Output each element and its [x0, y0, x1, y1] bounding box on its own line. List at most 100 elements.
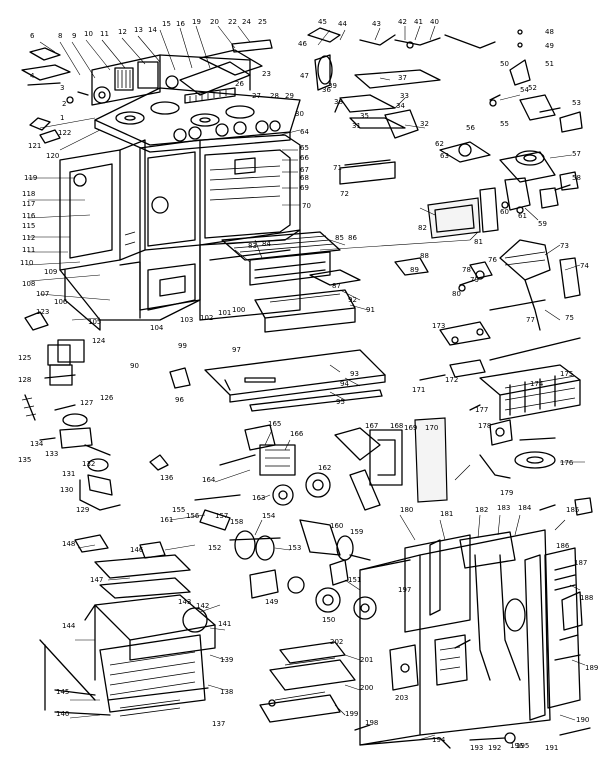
label-96: 96: [175, 396, 184, 404]
label-45: 45: [318, 18, 327, 26]
label-177: 177: [475, 406, 488, 414]
label-32: 32: [420, 120, 429, 128]
cooktop-assembly: [91, 39, 301, 153]
label-92: 92: [348, 296, 357, 304]
label-165: 165: [268, 420, 281, 428]
label-50: 50: [500, 60, 509, 68]
label-176: 176: [560, 459, 574, 467]
label-2: 2: [62, 100, 66, 108]
label-103: 103: [180, 316, 193, 324]
label-43: 43: [372, 20, 381, 28]
label-81: 81: [474, 238, 483, 246]
label-61: 61: [518, 212, 527, 220]
misc-right: [479, 184, 571, 233]
label-133: 133: [45, 450, 58, 458]
label-170: 170: [425, 424, 438, 432]
label-145: 145: [56, 688, 69, 696]
label-154: 154: [262, 512, 276, 520]
label-25: 25: [258, 18, 267, 26]
label-34: 34: [396, 102, 405, 110]
label-144: 144: [62, 622, 76, 630]
label-73: 73: [560, 242, 569, 250]
label-38: 38: [334, 98, 343, 106]
door-latch-linkage: [307, 27, 583, 139]
label-93: 93: [350, 370, 359, 378]
label-90: 90: [130, 362, 139, 370]
label-181: 181: [440, 510, 453, 518]
label-147: 147: [90, 576, 103, 584]
label-164: 164: [202, 476, 216, 484]
label-192: 192: [488, 744, 501, 752]
label-201: 201: [360, 656, 373, 664]
label-104: 104: [150, 324, 164, 332]
label-55: 55: [500, 120, 509, 128]
oven-door-panel: [309, 159, 481, 286]
label-169: 169: [404, 424, 417, 432]
label-148: 148: [62, 540, 75, 548]
label-110: 110: [20, 259, 33, 267]
label-149: 149: [265, 598, 278, 606]
label-116: 116: [22, 212, 36, 220]
label-31: 31: [352, 122, 361, 130]
label-33: 33: [400, 92, 409, 100]
label-188: 188: [580, 594, 593, 602]
label-53: 53: [572, 99, 581, 107]
label-46: 46: [298, 40, 307, 48]
label-107: 107: [36, 290, 49, 298]
label-193: 193: [470, 744, 483, 752]
label-62: 62: [435, 140, 444, 148]
broiler-pan-assembly: [39, 534, 216, 717]
label-122: 122: [58, 129, 71, 137]
label-11: 11: [100, 30, 109, 38]
label-150: 150: [322, 616, 335, 624]
label-49: 49: [545, 42, 554, 50]
label-172: 172: [445, 376, 458, 384]
label-22: 22: [228, 18, 237, 26]
label-1: 1: [60, 114, 64, 122]
label-160: 160: [330, 522, 343, 530]
label-39: 39: [328, 82, 337, 90]
label-27: 27: [252, 92, 261, 100]
label-82: 82: [418, 224, 427, 232]
label-15: 15: [162, 20, 171, 28]
label-179: 179: [500, 489, 513, 497]
label-128: 128: [18, 376, 31, 384]
label-183: 183: [497, 504, 510, 512]
label-121: 121: [28, 142, 41, 150]
label-58: 58: [572, 174, 581, 182]
label-40: 40: [430, 18, 439, 26]
label-156: 156: [186, 512, 200, 520]
label-123: 123: [36, 308, 49, 316]
label-99: 99: [178, 342, 187, 350]
label-8: 8: [58, 32, 62, 40]
label-42: 42: [398, 18, 407, 26]
label-166: 166: [290, 430, 304, 438]
label-88: 88: [420, 252, 429, 260]
label-105: 105: [88, 318, 101, 326]
label-29: 29: [285, 92, 294, 100]
cabinet-right: [359, 497, 593, 749]
label-109: 109: [44, 268, 57, 276]
label-134: 134: [30, 440, 44, 448]
label-9: 9: [72, 32, 76, 40]
label-87: 87: [332, 282, 341, 290]
label-184: 184: [518, 504, 532, 512]
label-56: 56: [466, 124, 475, 132]
label-180: 180: [400, 506, 413, 514]
label-119: 119: [24, 174, 37, 182]
label-20: 20: [210, 18, 219, 26]
label-10: 10: [84, 30, 93, 38]
label-185: 185: [566, 506, 579, 514]
label-47: 47: [300, 72, 309, 80]
label-75: 75: [565, 314, 574, 322]
label-143: 143: [178, 598, 191, 606]
label-65: 65: [300, 144, 309, 152]
label-130: 130: [60, 486, 73, 494]
label-157: 157: [215, 512, 228, 520]
label-78: 78: [462, 266, 471, 274]
label-76: 76: [488, 256, 497, 264]
label-186: 186: [556, 542, 570, 550]
label-52: 52: [528, 84, 537, 92]
label-196: 196: [510, 742, 524, 750]
